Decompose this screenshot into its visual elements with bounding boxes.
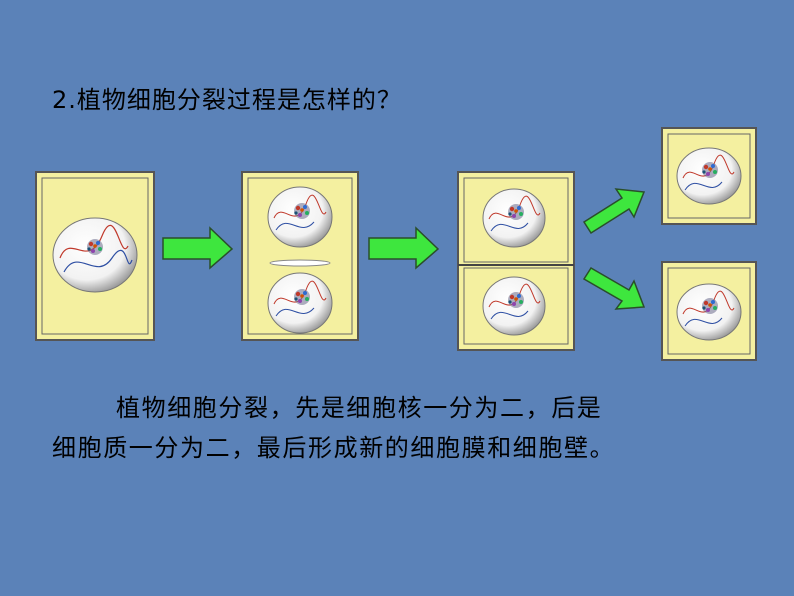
daughter-cell-top <box>661 127 757 225</box>
arrow-4 <box>582 266 646 310</box>
summary-paragraph: 植物细胞分裂，先是细胞核一分为二，后是 细胞质一分为二，最后形成新的细胞膜和细胞… <box>52 388 752 468</box>
cell-stage-2 <box>241 171 359 341</box>
arrow-1 <box>162 226 234 270</box>
daughter-cell-bottom <box>661 261 757 361</box>
cell-stage-3 <box>457 171 575 351</box>
summary-line-1: 植物细胞分裂，先是细胞核一分为二，后是 <box>116 394 603 422</box>
question-title: 2.植物细胞分裂过程是怎样的？ <box>52 86 402 114</box>
arrow-2 <box>368 226 440 270</box>
summary-line-2: 细胞质一分为二，最后形成新的细胞膜和细胞壁。 <box>52 434 616 462</box>
cell-stage-1 <box>35 171 155 341</box>
arrow-3 <box>582 188 646 235</box>
